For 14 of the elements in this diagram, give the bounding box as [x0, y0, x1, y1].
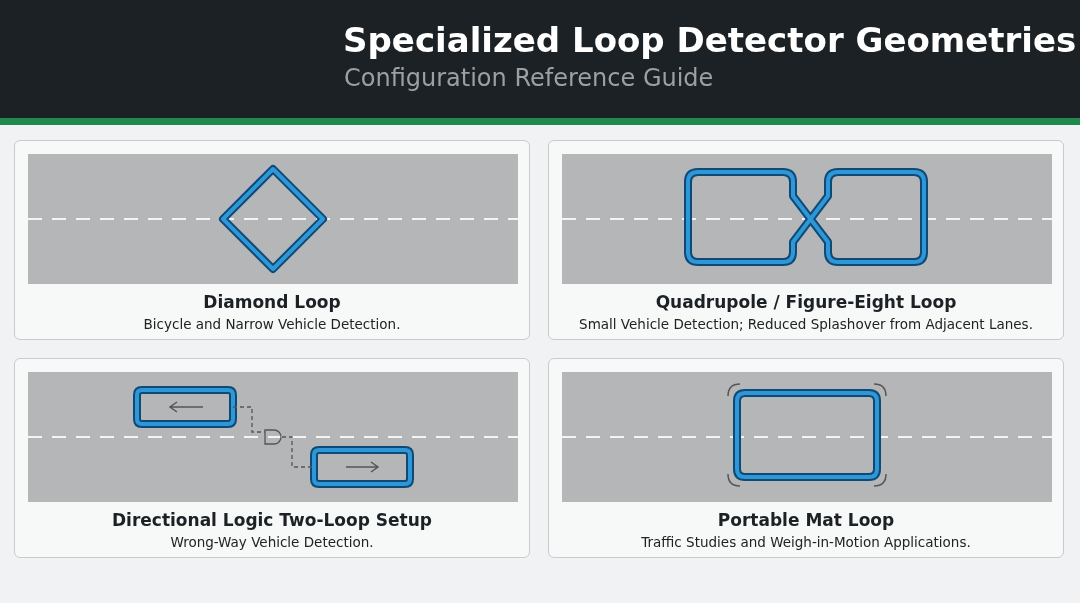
card-title: Diamond Loop	[203, 292, 341, 312]
info-card	[14, 358, 530, 558]
card-description: Traffic Studies and Weigh-in-Motion Applications.	[641, 534, 971, 550]
info-card	[14, 140, 530, 340]
page-title: Specialized Loop Detector Geometries	[343, 20, 1077, 60]
info-card	[548, 140, 1064, 340]
card-description: Bicycle and Narrow Vehicle Detection.	[143, 316, 401, 332]
page-subtitle: Configuration Reference Guide	[344, 64, 714, 92]
card-title: Portable Mat Loop	[717, 510, 895, 530]
info-card	[548, 358, 1064, 558]
card-description: Wrong-Way Vehicle Detection.	[170, 534, 374, 550]
card-title: Directional Logic Two-Loop Setup	[112, 510, 432, 530]
card-title: Quadrupole / Figure-Eight Loop	[655, 292, 957, 312]
card-description: Small Vehicle Detection; Reduced Splashover from Adjacent Lanes.	[579, 316, 1033, 332]
